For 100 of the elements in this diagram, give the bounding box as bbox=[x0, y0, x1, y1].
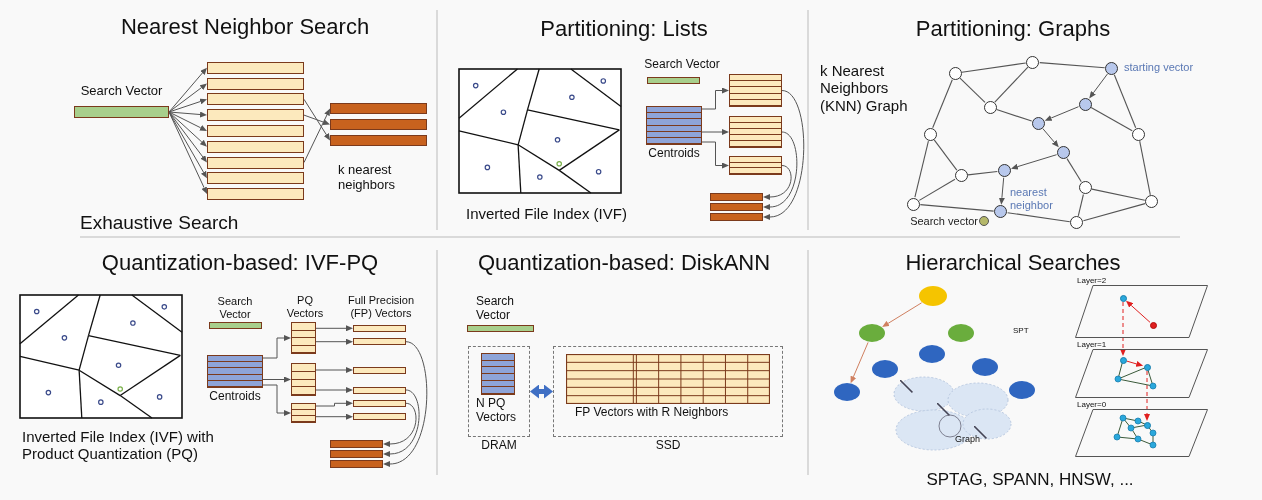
graph-edge bbox=[1091, 188, 1146, 201]
graph-node-circle bbox=[994, 205, 1008, 219]
node-annotation: Search vector bbox=[910, 215, 978, 228]
vector-bar bbox=[207, 93, 304, 106]
graph-edge bbox=[967, 170, 998, 176]
vector-bar bbox=[353, 399, 406, 407]
vector-stack bbox=[291, 403, 316, 423]
node-label: Layer=1 bbox=[1077, 340, 1107, 350]
graph-edge bbox=[959, 77, 986, 103]
graph-edge bbox=[914, 140, 929, 198]
vector-bar bbox=[207, 156, 304, 169]
vector-bar bbox=[353, 413, 406, 421]
graph-edge bbox=[1139, 140, 1151, 196]
tree-node-circle bbox=[833, 383, 860, 402]
graph-node-circle bbox=[1105, 61, 1119, 75]
layer-node-dot bbox=[1119, 356, 1127, 364]
caption: Inverted File Index (IVF) with Product Quantization (PQ) bbox=[22, 428, 215, 463]
graph-node-circle bbox=[954, 169, 968, 183]
vector-bar bbox=[207, 61, 304, 74]
node-label: FP Vectors with R Neighbors bbox=[575, 406, 729, 420]
tree-node-circle bbox=[1009, 381, 1036, 399]
arrow bbox=[1042, 128, 1059, 147]
node-annotation: nearest neighbor bbox=[1010, 186, 1054, 212]
curved-arrow bbox=[764, 90, 805, 220]
node-label: Centroids bbox=[209, 390, 261, 404]
result-vector-bar bbox=[710, 193, 763, 201]
node-label: DRAM bbox=[481, 439, 517, 453]
graph-node-circle bbox=[948, 66, 962, 80]
arrow bbox=[315, 400, 352, 407]
graph-node-circle bbox=[1078, 181, 1092, 195]
graph-edge bbox=[1090, 106, 1133, 132]
graph-node-circle bbox=[1070, 216, 1084, 230]
graph-edge bbox=[1082, 203, 1146, 222]
double-arrow bbox=[530, 387, 553, 396]
arrow bbox=[1089, 73, 1108, 98]
vector-bar bbox=[207, 109, 304, 122]
arrow bbox=[315, 413, 352, 420]
arrow bbox=[303, 109, 330, 163]
node-label: Search Vector bbox=[80, 84, 163, 99]
column-header: PQ Vectors bbox=[285, 294, 325, 320]
node-label: Search Vector bbox=[644, 58, 720, 72]
arrow bbox=[1126, 360, 1143, 367]
vector-stack bbox=[729, 74, 782, 107]
vector-stack bbox=[729, 116, 782, 148]
arrow bbox=[998, 177, 1005, 204]
arrow bbox=[1045, 106, 1079, 121]
caption: SPTAG, SPANN, HNSW, ... bbox=[926, 470, 1134, 490]
vector-stack bbox=[291, 322, 316, 354]
arrow bbox=[168, 84, 207, 113]
graph-edge bbox=[919, 204, 995, 212]
layer-node-dot bbox=[1149, 321, 1157, 329]
graph-edge bbox=[1066, 158, 1082, 183]
vector-bar bbox=[207, 140, 304, 153]
node-label: SSD bbox=[655, 439, 681, 453]
vector-bar bbox=[353, 324, 406, 332]
graph-edge bbox=[1039, 62, 1106, 69]
curved-arrow bbox=[384, 389, 420, 457]
graph-edge bbox=[1113, 74, 1137, 129]
graph-node-circle bbox=[1131, 127, 1145, 141]
graph-edge bbox=[918, 178, 956, 201]
graph-node-circle bbox=[906, 197, 920, 211]
tree-node-circle bbox=[947, 324, 974, 343]
arrow bbox=[303, 114, 330, 125]
panel-title: Partitioning: Graphs bbox=[915, 16, 1111, 42]
graph-edge bbox=[994, 66, 1029, 103]
arrow bbox=[701, 141, 728, 169]
tree-node-circle bbox=[918, 286, 947, 306]
node-label: Centroids bbox=[648, 147, 700, 161]
arrow bbox=[168, 68, 207, 113]
caption: Inverted File Index (IVF) bbox=[466, 205, 627, 223]
graph-node-circle bbox=[1056, 146, 1070, 160]
curved-arrow bbox=[764, 131, 798, 210]
panel-title: Nearest Neighbor Search bbox=[120, 14, 370, 40]
arrow bbox=[883, 302, 923, 327]
node-label: N PQ Vectors bbox=[476, 397, 518, 425]
annotation: Graph bbox=[955, 434, 980, 445]
dashed-arrow bbox=[1144, 370, 1150, 420]
annotation: k Nearest Neighbors (KNN) Graph bbox=[820, 62, 909, 114]
result-vector-bar bbox=[710, 213, 763, 221]
tree-node-circle bbox=[972, 358, 998, 377]
vector-bar bbox=[353, 386, 406, 394]
graph-node-circle bbox=[1078, 97, 1092, 111]
arrow bbox=[168, 111, 207, 162]
result-vector-bar bbox=[330, 119, 427, 130]
vector-bar bbox=[207, 188, 304, 201]
node-label: Layer=0 bbox=[1077, 400, 1107, 410]
annotation: k nearest neighbors bbox=[338, 163, 397, 193]
arrow bbox=[315, 325, 352, 332]
graph-node-circle bbox=[1145, 195, 1159, 209]
arrow bbox=[701, 129, 728, 135]
vector-bar bbox=[353, 338, 406, 346]
arrow bbox=[168, 111, 206, 118]
arrow bbox=[168, 111, 207, 131]
graph-node-circle bbox=[1026, 55, 1040, 69]
vector-bar bbox=[207, 172, 304, 185]
node-label: Search Vector bbox=[476, 295, 516, 323]
arrow bbox=[262, 335, 290, 359]
panel-title: Hierarchical Searches bbox=[905, 250, 1121, 276]
result-vector-bar bbox=[330, 135, 427, 146]
graph-node-circle bbox=[923, 127, 937, 141]
